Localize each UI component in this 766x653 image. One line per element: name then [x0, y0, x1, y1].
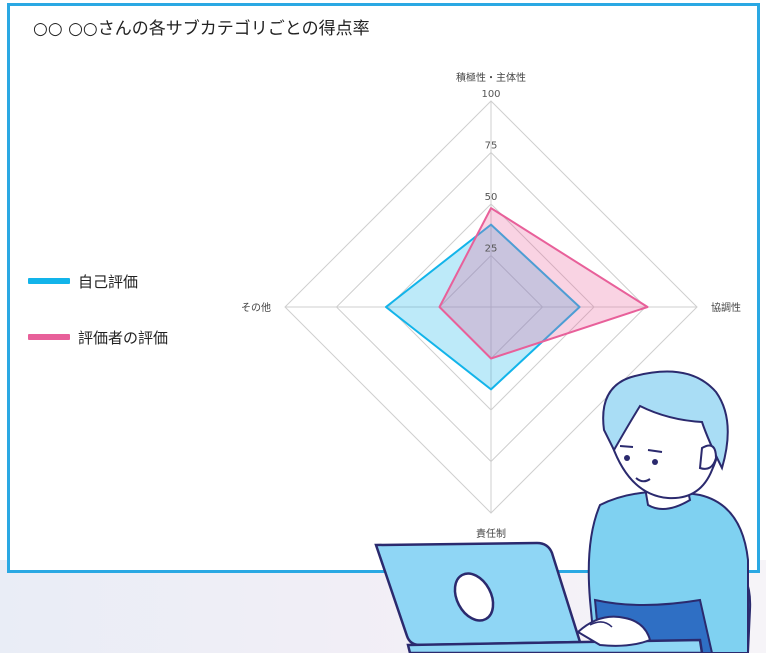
tick-label-50: 50	[485, 192, 498, 203]
radar-series	[384, 207, 649, 391]
legend-label-self: 自己評価	[78, 272, 139, 291]
legend-swatch-evaluator	[28, 334, 70, 340]
legend-item-self[interactable]: 自己評価	[28, 268, 168, 294]
legend: 自己評価 評価者の評価	[28, 268, 168, 380]
legend-label-evaluator: 評価者の評価	[78, 328, 169, 347]
axis-label-2: 責任制	[476, 527, 506, 540]
axis-label-3: その他	[241, 301, 271, 314]
tick-label-100: 100	[481, 89, 500, 100]
series-area-0	[384, 223, 581, 391]
legend-item-evaluator[interactable]: 評価者の評価	[28, 324, 168, 350]
tick-label-25: 25	[485, 244, 498, 255]
series-area-1	[438, 207, 649, 360]
axis-label-0: 積極性・主体性	[456, 71, 526, 84]
tick-label-75: 75	[485, 141, 498, 152]
axis-label-1: 協調性	[711, 301, 741, 314]
legend-swatch-self	[28, 278, 70, 284]
chart-title: ○○ ○○さんの各サブカテゴリごとの得点率	[33, 19, 370, 39]
